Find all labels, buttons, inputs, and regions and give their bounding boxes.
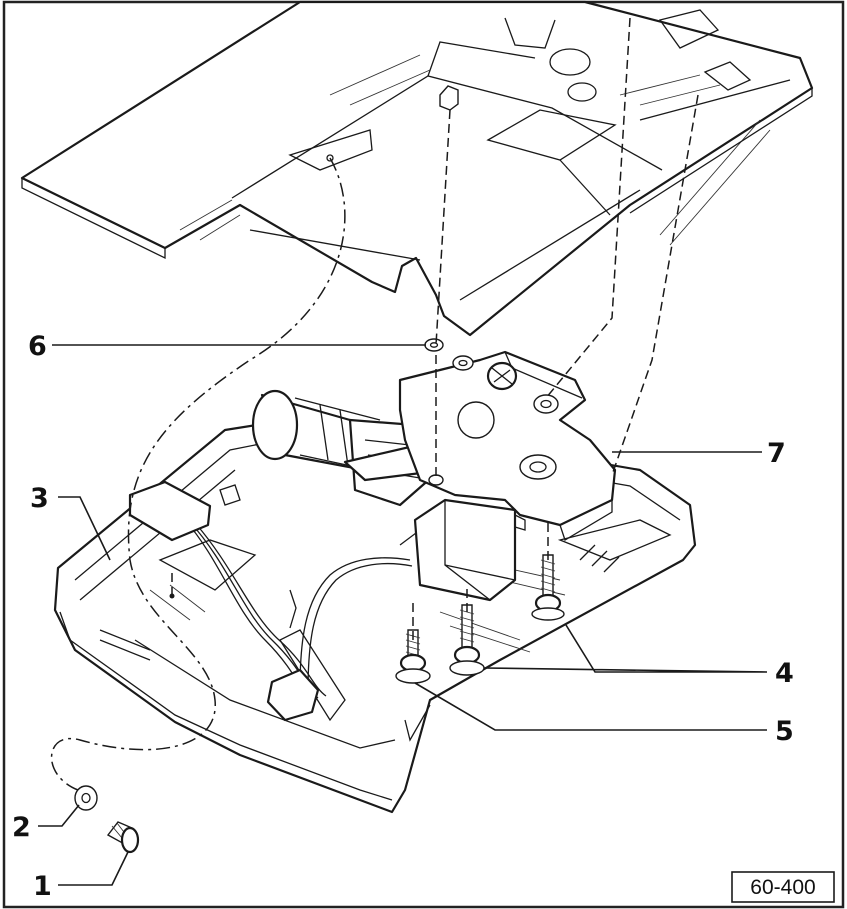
mounting-screws — [395, 554, 565, 684]
screw-middle — [449, 604, 485, 676]
reference-code: 60-400 — [750, 876, 815, 899]
plug-connector — [266, 668, 320, 722]
wiring-harness — [128, 480, 421, 722]
callout-2: 2 — [12, 812, 31, 843]
motor-gear-unit — [251, 338, 617, 602]
assembly-lines — [50, 17, 699, 791]
leader-4 — [483, 624, 768, 673]
screw-left — [395, 629, 431, 684]
callout-7: 7 — [767, 438, 786, 469]
screw-right — [531, 554, 565, 621]
callout-4: 4 — [775, 658, 794, 689]
callout-labels: 6 7 3 4 5 2 1 — [12, 331, 794, 902]
washer — [74, 785, 98, 811]
callout-5: 5 — [775, 716, 794, 747]
leader-2 — [38, 804, 80, 827]
top-panel — [20, 0, 814, 337]
callout-6: 6 — [28, 331, 47, 362]
ground-screw — [74, 785, 140, 854]
leader-3 — [58, 496, 111, 561]
leader-lines — [38, 344, 768, 886]
relay-box — [413, 498, 517, 602]
leader-1 — [58, 851, 129, 886]
leader-5 — [414, 682, 767, 731]
callout-1: 1 — [33, 871, 52, 902]
callout-3: 3 — [30, 483, 49, 514]
reference-code-box: 60-400 — [731, 871, 835, 903]
